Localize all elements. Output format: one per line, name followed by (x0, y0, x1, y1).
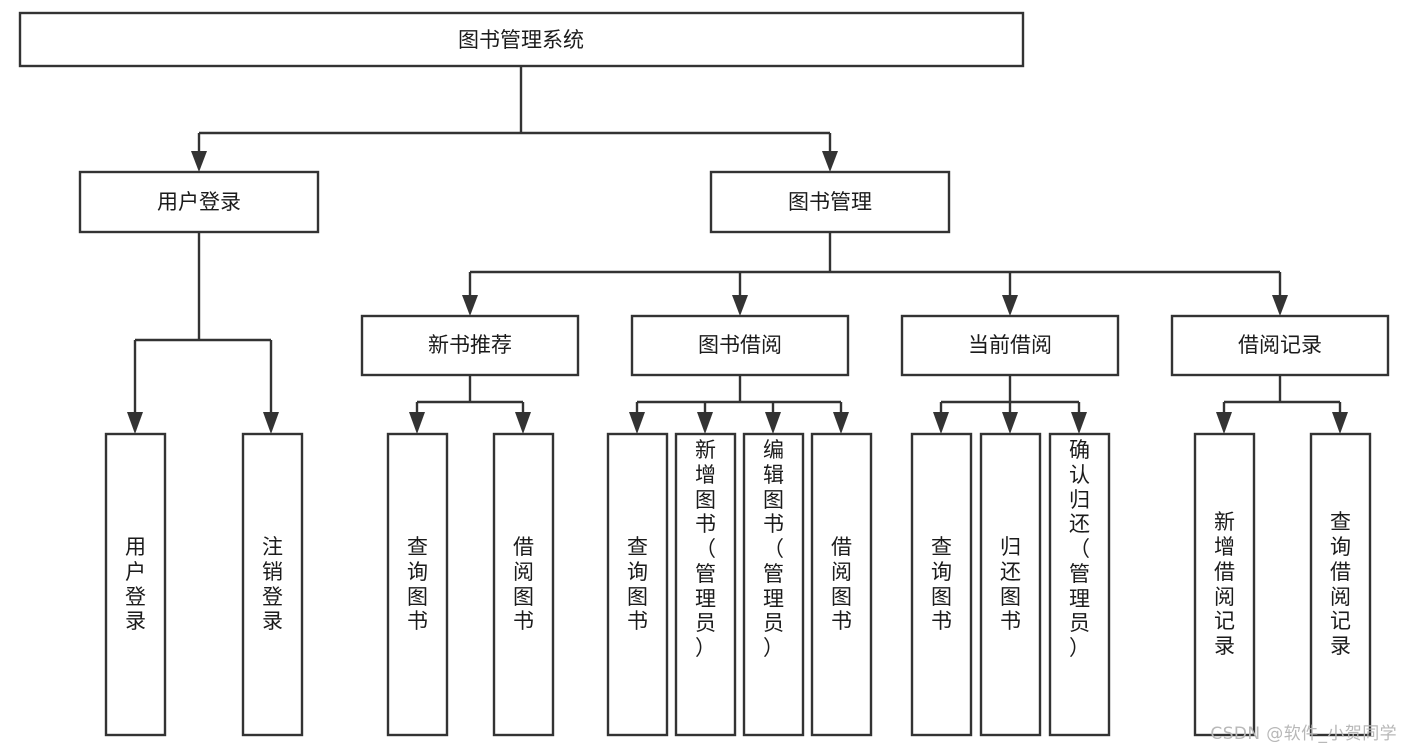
node-leaf-user-logout-box[interactable] (241, 432, 304, 737)
arrow-leaf-user-logout (263, 412, 279, 434)
node-leaf-borrow-book-2-box[interactable] (810, 432, 873, 737)
node-borrow-record-label: 借阅记录 (1238, 333, 1322, 357)
arrow-leaf-query-record (1332, 412, 1348, 434)
arrow-leaf-query-book-1 (409, 412, 425, 434)
node-leaf-add-book-box[interactable] (674, 432, 737, 737)
arrow-leaf-add-record (1216, 412, 1232, 434)
arrow-leaf-confirm-return (1071, 412, 1087, 434)
node-book-borrow-label: 图书借阅 (698, 333, 782, 357)
node-leaf-edit-book-box[interactable] (742, 432, 805, 737)
node-leaf-user-login-box[interactable] (104, 432, 167, 737)
node-book-management-label: 图书管理 (788, 190, 872, 214)
node-book-borrow-box[interactable] (630, 314, 850, 377)
arrow-leaf-query-book-3 (933, 412, 949, 434)
arrow-to-book-management (822, 151, 838, 172)
node-new-book-recommend-box[interactable] (360, 314, 580, 377)
node-user-login-box[interactable] (78, 170, 320, 234)
node-current-borrow-label: 当前借阅 (968, 333, 1052, 357)
node-book-management-box[interactable] (709, 170, 951, 234)
node-user-login-label: 用户登录 (157, 190, 241, 214)
node-leaf-query-book-3-box[interactable] (910, 432, 973, 737)
arrow-leaf-borrow-book-1 (515, 412, 531, 434)
node-borrow-record-box[interactable] (1170, 314, 1390, 377)
node-root-box[interactable] (18, 11, 1025, 68)
arrow-leaf-edit-book (765, 412, 781, 434)
node-layer: 图书管理系统 用户登录 图书管理 新书推荐 图书借阅 当前借阅 借阅记录 (18, 11, 1390, 737)
node-leaf-query-record-box[interactable] (1309, 432, 1372, 737)
node-current-borrow-box[interactable] (900, 314, 1120, 377)
arrow-to-new-book-recommend (462, 295, 478, 316)
node-new-book-recommend-label: 新书推荐 (428, 333, 512, 357)
node-leaf-return-book-box[interactable] (979, 432, 1042, 737)
node-leaf-query-book-2-box[interactable] (606, 432, 669, 737)
arrow-leaf-query-book-2 (629, 412, 645, 434)
connector-layer (127, 66, 1348, 434)
arrow-to-book-borrow (732, 295, 748, 316)
node-leaf-confirm-return-box[interactable] (1048, 432, 1111, 737)
node-leaf-query-book-1-box[interactable] (386, 432, 449, 737)
node-leaf-add-record-box[interactable] (1193, 432, 1256, 737)
arrow-leaf-borrow-book-2 (833, 412, 849, 434)
arrow-leaf-user-login (127, 412, 143, 434)
arrow-to-borrow-record (1272, 295, 1288, 316)
node-leaf-borrow-book-1-box[interactable] (492, 432, 555, 737)
arrow-leaf-add-book (697, 412, 713, 434)
node-root-label: 图书管理系统 (458, 28, 584, 52)
arrow-leaf-return-book (1002, 412, 1018, 434)
csdn-watermark: CSDN @软件_小贺同学 (1210, 724, 1397, 744)
arrow-to-user-login (191, 151, 207, 172)
arrow-to-current-borrow (1002, 295, 1018, 316)
